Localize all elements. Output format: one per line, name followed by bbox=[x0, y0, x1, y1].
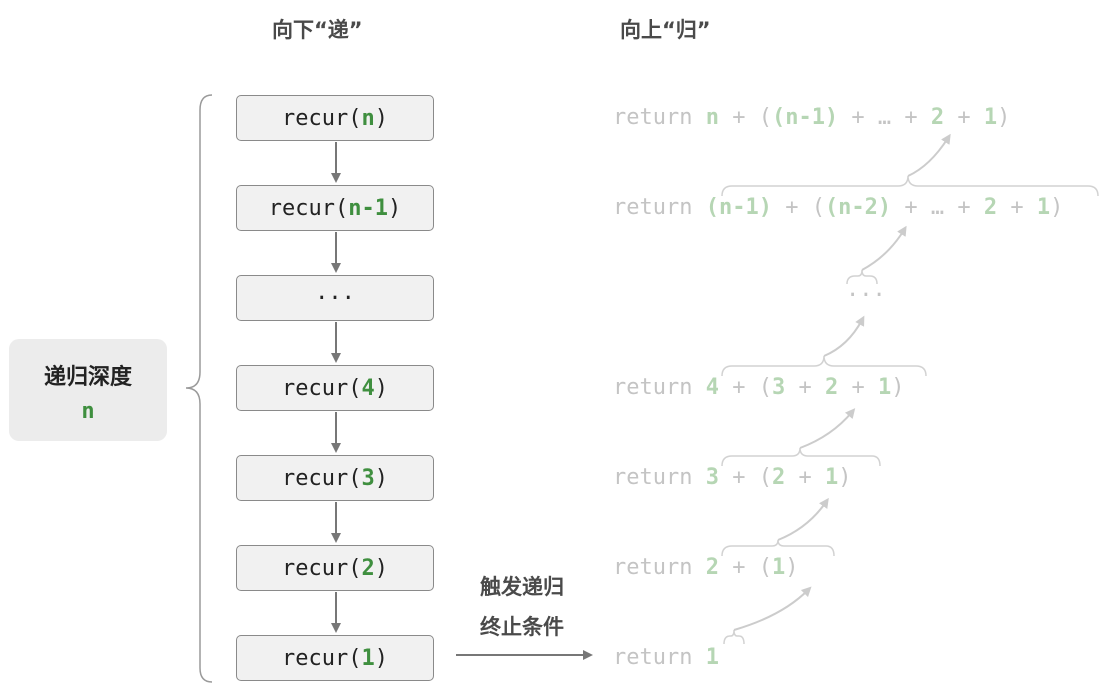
recursion-depth-box: 递归深度 n bbox=[9, 339, 167, 441]
up-arrow-4 bbox=[799, 408, 856, 449]
call-box-n: recur(n) bbox=[236, 95, 434, 141]
return-expr-3: return 3 + (2 + 1) bbox=[613, 465, 852, 490]
up-arrow-6 bbox=[733, 586, 812, 631]
return-expr-4: return 4 + (3 + 2 + 1) bbox=[613, 375, 905, 400]
heading-recurse-down: 向下“递” bbox=[272, 18, 363, 42]
brace-r1 bbox=[721, 175, 1099, 197]
call-box-ellipsis: ··· bbox=[236, 275, 434, 321]
brace-r6 bbox=[723, 629, 745, 645]
depth-brace bbox=[185, 94, 213, 683]
brace-r3 bbox=[721, 355, 927, 377]
call-box-1: recur(1) bbox=[236, 635, 434, 681]
heading-return-up: 向上“归” bbox=[620, 18, 711, 42]
up-arrow-3 bbox=[823, 315, 865, 357]
return-expr-n-minus-1: return (n-1) + ((n-2) + … + 2 + 1) bbox=[613, 195, 1064, 220]
call-box-2: recur(2) bbox=[236, 545, 434, 591]
return-expr-2: return 2 + (1) bbox=[613, 555, 799, 580]
up-arrow-5 bbox=[777, 497, 829, 541]
call-box-4: recur(4) bbox=[236, 365, 434, 411]
up-arrow-2 bbox=[861, 225, 907, 271]
recursion-depth-label: 递归深度 bbox=[43, 365, 132, 390]
call-box-3: recur(3) bbox=[236, 455, 434, 501]
up-arrow-1 bbox=[907, 133, 951, 177]
call-box-n-minus-1: recur(n-1) bbox=[236, 185, 434, 231]
termination-condition-label: 触发递归 终止条件 bbox=[480, 575, 564, 639]
return-expr-ellipsis: ··· bbox=[846, 283, 886, 308]
return-expr-1: return 1 bbox=[613, 645, 719, 670]
return-expr-n: return n + ((n-1) + … + 2 + 1) bbox=[613, 105, 1011, 130]
recursion-depth-value: n bbox=[81, 399, 95, 424]
